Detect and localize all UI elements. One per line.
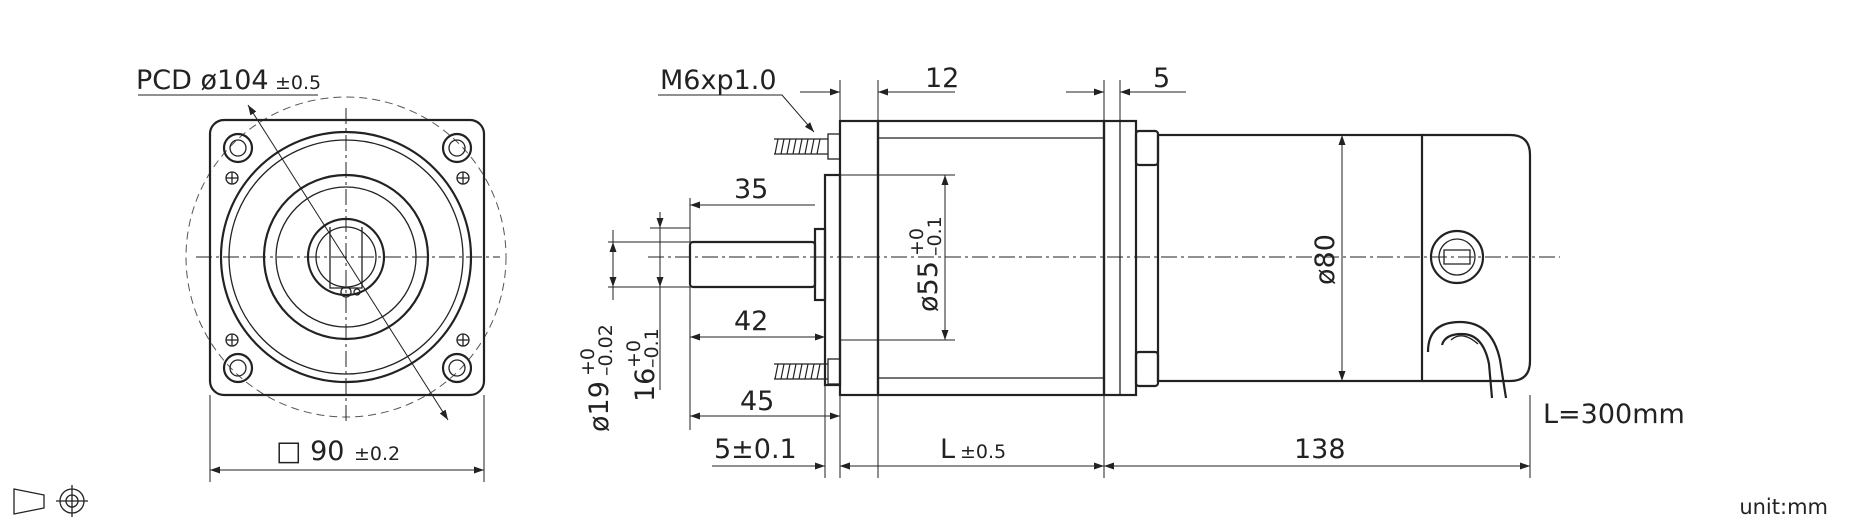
key-height-label: 16	[630, 368, 661, 402]
dim-138: 138	[1294, 434, 1346, 465]
screw-head	[1134, 129, 1160, 167]
shaft-diameter-label: ø19	[584, 381, 615, 432]
shaft-diameter-tol-lower: –0.02	[595, 324, 617, 376]
dim-35: 35	[734, 174, 768, 205]
thread-label: M6xp1.0	[660, 65, 777, 96]
dim-5-top: 5	[1153, 63, 1170, 94]
pcd-diagonal-leader	[247, 104, 449, 421]
third-angle-projection-icon	[13, 485, 88, 517]
motor-body	[1156, 133, 1424, 383]
front-flange-side	[838, 119, 880, 397]
body-diameter-label: ø80	[1310, 234, 1341, 285]
key-height-tol-lower: –0.1	[641, 328, 663, 368]
side-view: M6xp1.0 12 5 35 42 45 5±0.1	[577, 63, 1685, 478]
pilot-diameter-tol-lower: –0.1	[924, 216, 946, 256]
motor-cable	[1426, 320, 1508, 399]
dim-45: 45	[740, 386, 774, 417]
cable-length-label: L=300mm	[1543, 399, 1685, 430]
pcd-tolerance: ±0.5	[275, 72, 321, 94]
output-shaft	[688, 240, 817, 289]
unit-label: unit:mm	[1739, 495, 1828, 519]
screw-head	[1134, 350, 1160, 388]
pcd-label: PCD ø104	[136, 65, 269, 96]
flange-tolerance: ±0.2	[354, 443, 400, 465]
mounting-hole	[222, 132, 254, 185]
dim-42: 42	[734, 306, 768, 337]
flange-size-label: □ 90	[276, 436, 344, 467]
length-label: L	[940, 434, 955, 465]
dim-5-bottom: 5±0.1	[714, 434, 797, 465]
threaded-stud-top	[774, 133, 841, 160]
mounting-hole	[441, 333, 473, 384]
dim-12: 12	[925, 63, 959, 94]
threaded-stud-bottom	[774, 358, 841, 385]
front-view: PCD ø104 ±0.5 □ 90 ±0.2	[136, 65, 507, 482]
shaft-diameter-tol-upper: +0	[577, 348, 599, 376]
motor-end-cap	[1422, 133, 1532, 383]
length-tolerance: ±0.5	[960, 441, 1006, 463]
key-height-tol-upper: +0	[623, 340, 645, 368]
gearbox-body	[876, 119, 1106, 397]
pilot-boss	[823, 173, 842, 387]
pilot-diameter-label: ø55	[913, 261, 944, 312]
pilot-diameter-tol-upper: +0	[906, 228, 928, 256]
